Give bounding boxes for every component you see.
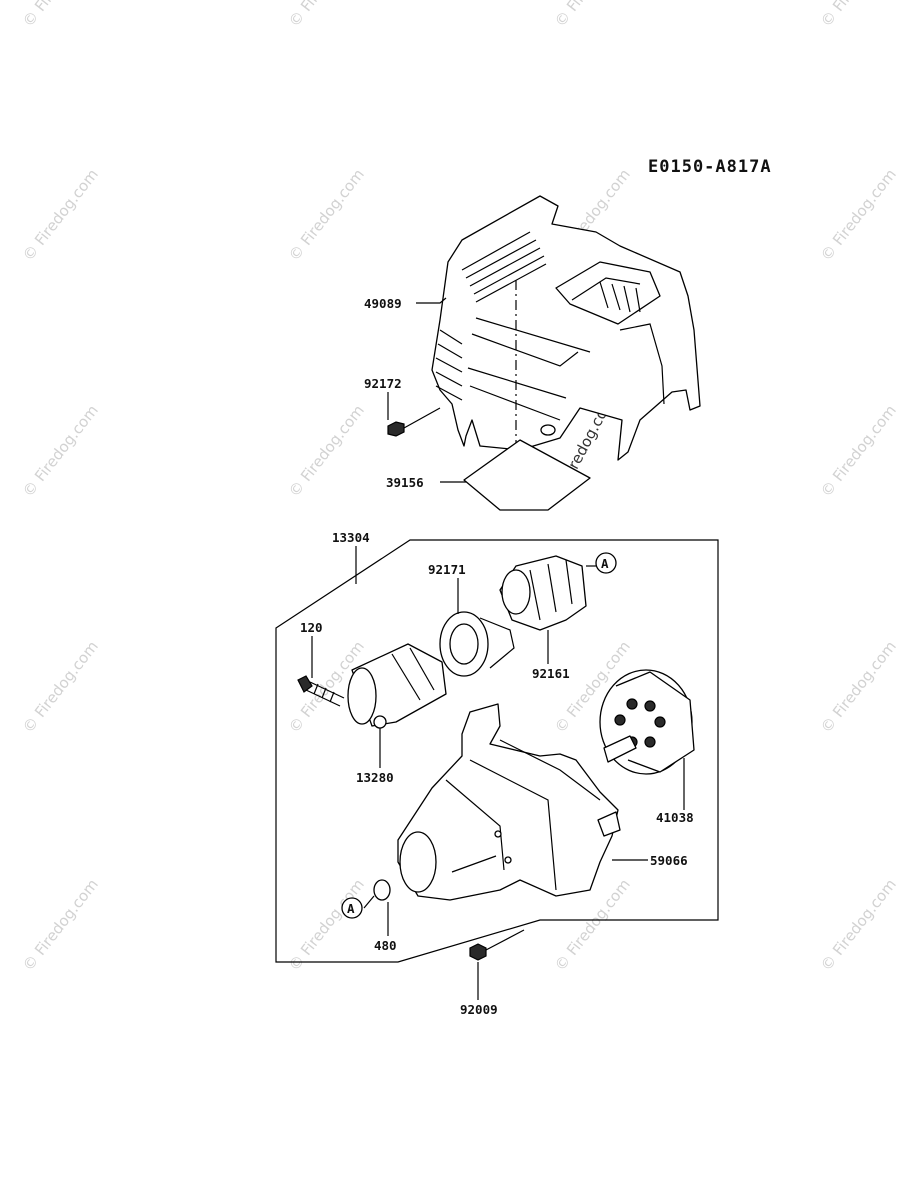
part-label: 49089 (364, 296, 402, 311)
watermark: © Firedog.com (817, 875, 900, 974)
watermark: © Firedog.com (285, 875, 368, 974)
watermark: © Firedog.com (285, 0, 368, 30)
watermark: © Firedog.com (817, 0, 900, 30)
leader-lines (311, 297, 685, 1000)
circlip-480 (373, 879, 391, 901)
watermark: © Firedog.com (19, 401, 102, 500)
watermark: © Firedog.com (19, 165, 102, 264)
filter-pad-39156 (463, 439, 591, 511)
flywheel-41038 (599, 669, 695, 775)
watermark: © Firedog.com (19, 0, 102, 30)
callout-a-top: A (595, 552, 617, 574)
part-label: 13280 (356, 770, 394, 785)
watermark: © Firedog.com (285, 401, 368, 500)
ring-92171 (439, 611, 515, 677)
watermark: © Firedog.com (817, 165, 900, 264)
screw-92172 (387, 407, 441, 437)
engine-cover-49089 (431, 195, 701, 480)
part-label: 59066 (650, 853, 688, 868)
part-label: 92171 (428, 562, 466, 577)
clutch-cup-92161 (499, 555, 587, 631)
assembly-13304-outline (275, 539, 719, 963)
svg-text:A: A (347, 901, 355, 916)
part-label: 120 (300, 620, 323, 635)
part-label: 13304 (332, 530, 370, 545)
watermark: © Firedog.com (817, 401, 900, 500)
part-label: 39156 (386, 475, 424, 490)
part-label: 92172 (364, 376, 402, 391)
holder-13280 (347, 643, 447, 729)
watermark: © Firedog.com (19, 637, 102, 736)
fan-housing-59066 (397, 703, 621, 901)
watermark: © Firedog.com (285, 165, 368, 264)
svg-text:A: A (601, 556, 609, 571)
cover-grille (435, 231, 547, 401)
watermark: © Firedog.com (551, 0, 634, 30)
watermark: © Firedog.com (19, 875, 102, 974)
diagram-code: E0150-A817A (648, 157, 772, 177)
bolt-120 (297, 675, 345, 707)
part-label: 92161 (532, 666, 570, 681)
screw-92009 (469, 929, 525, 961)
part-label: 92009 (460, 1002, 498, 1017)
part-label: 41038 (656, 810, 694, 825)
part-label: 480 (374, 938, 397, 953)
callout-a-bottom: A (341, 897, 363, 919)
watermark: © Firedog.com (817, 637, 900, 736)
